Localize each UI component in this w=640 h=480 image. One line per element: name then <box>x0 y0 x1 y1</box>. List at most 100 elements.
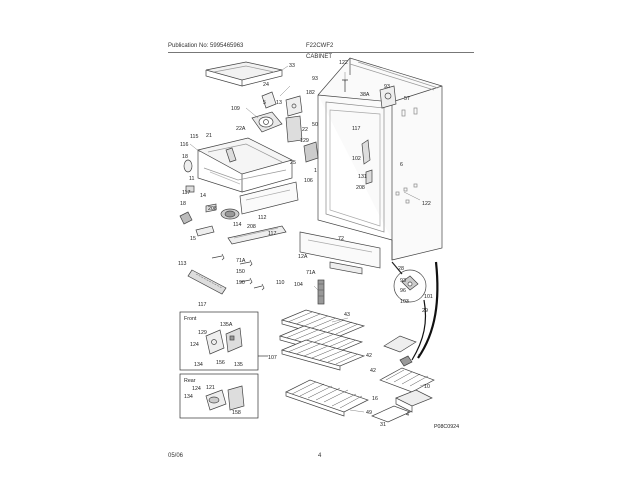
label-6: 6 <box>400 162 403 168</box>
label-93-b: 93 <box>384 84 390 90</box>
label-190: 190 <box>236 280 245 286</box>
inset-rear-title: Rear <box>184 378 196 384</box>
inset-front-label-129: 129 <box>198 330 207 336</box>
inset-front-label-134: 134 <box>194 362 203 368</box>
label-18-b: 18 <box>180 201 186 207</box>
label-117-a: 117 <box>182 190 190 196</box>
label-93-a: 93 <box>312 76 318 82</box>
wire-shelves <box>278 309 369 417</box>
label-16: 16 <box>372 396 378 402</box>
label-11: 11 <box>189 176 195 182</box>
label-109: 109 <box>231 106 240 112</box>
label-117-d: 117 <box>198 302 206 308</box>
base-frame <box>197 137 293 193</box>
label-15: 15 <box>190 236 196 242</box>
label-96: 96 <box>400 288 406 294</box>
section-title: CABINET <box>306 54 333 60</box>
bottom-basket <box>371 335 435 423</box>
inset-rear-label-158: 158 <box>232 410 241 416</box>
label-107: 107 <box>268 355 277 361</box>
drain-tube <box>317 279 325 305</box>
inset-front-label-135: 135 <box>234 362 243 368</box>
label-49: 49 <box>366 410 372 416</box>
label-208-b: 208 <box>247 224 256 230</box>
label-182: 182 <box>306 90 315 96</box>
label-116: 116 <box>180 142 188 148</box>
model-number: F22CWF2 <box>306 43 334 49</box>
shelf-bottom <box>285 379 369 417</box>
inset-rear-label-124: 124 <box>192 386 201 392</box>
label-208-c: 208 <box>356 185 365 191</box>
publication-number: Publication No: 5995465963 <box>168 43 244 49</box>
hinge-bracket <box>251 91 283 133</box>
label-131: 131 <box>358 174 367 180</box>
label-208-a: 208 <box>208 206 217 212</box>
inset-front-label-135a: 135A <box>220 322 233 328</box>
label-25: 25 <box>290 160 296 166</box>
label-28: 28 <box>398 266 404 272</box>
upper-hinge-parts <box>285 95 319 163</box>
label-38a: 38A <box>360 92 370 98</box>
label-33: 33 <box>289 63 295 69</box>
label-72: 72 <box>338 236 344 242</box>
label-129: 129 <box>300 138 309 144</box>
inset-front-title: Front <box>184 316 197 322</box>
kickplate-bar <box>227 225 287 245</box>
label-7: 7 <box>418 354 421 360</box>
detail-callout <box>391 261 427 303</box>
label-150: 150 <box>236 269 245 275</box>
label-18-a: 18 <box>182 154 188 160</box>
top-cover <box>205 61 283 87</box>
inset-boxes <box>179 311 268 419</box>
label-10: 10 <box>424 384 430 390</box>
label-22-b: 22 <box>302 127 308 133</box>
label-122-b: 122 <box>422 201 431 207</box>
power-cord <box>411 261 439 361</box>
label-5: 5 <box>263 100 266 106</box>
part-labels: 33 24 5 13 109 22A 21 115 116 18 11 14 1… <box>178 60 459 430</box>
label-122-a: 122 <box>339 60 348 66</box>
label-117-c: 117 <box>352 126 360 132</box>
inset-rear-label-121: 121 <box>206 385 215 391</box>
label-71a-a: 71A <box>236 258 246 264</box>
front-plate <box>239 181 299 215</box>
footer-page-number: 4 <box>318 453 322 459</box>
figure-code: P08C0924 <box>434 424 459 430</box>
label-24: 24 <box>263 82 269 88</box>
label-101: 101 <box>424 294 433 300</box>
cabinet-body <box>317 57 443 261</box>
label-112: 112 <box>258 215 266 221</box>
footer-date: 05/06 <box>168 453 184 459</box>
label-13: 13 <box>276 100 282 106</box>
label-110: 110 <box>276 280 284 286</box>
label-29: 29 <box>422 308 428 314</box>
label-114: 114 <box>233 222 241 228</box>
label-12a: 12A <box>298 254 308 260</box>
label-42-a: 42 <box>366 353 372 359</box>
label-103: 103 <box>400 299 409 305</box>
label-22a: 22A <box>236 126 246 132</box>
label-57: 57 <box>404 96 410 102</box>
label-117-b: 117 <box>268 231 276 237</box>
label-104: 104 <box>294 282 303 288</box>
label-21: 21 <box>206 133 212 139</box>
label-71a-b: 71A <box>306 270 316 276</box>
label-102: 102 <box>352 156 361 162</box>
leader-lines <box>189 65 427 413</box>
label-115: 115 <box>190 134 198 140</box>
label-1: 1 <box>314 168 317 174</box>
label-4: 4 <box>406 412 409 418</box>
left-small-parts <box>179 159 240 237</box>
toe-grille <box>299 231 381 275</box>
label-93-c: 93 <box>400 278 406 284</box>
inset-front-label-124: 124 <box>190 342 199 348</box>
label-14: 14 <box>200 193 206 199</box>
label-43: 43 <box>344 312 350 318</box>
inset-rear-label-134: 134 <box>184 394 193 400</box>
screws <box>211 253 265 291</box>
inset-front-label-156: 156 <box>216 360 225 366</box>
label-106: 106 <box>304 178 313 184</box>
label-50: 50 <box>312 122 318 128</box>
